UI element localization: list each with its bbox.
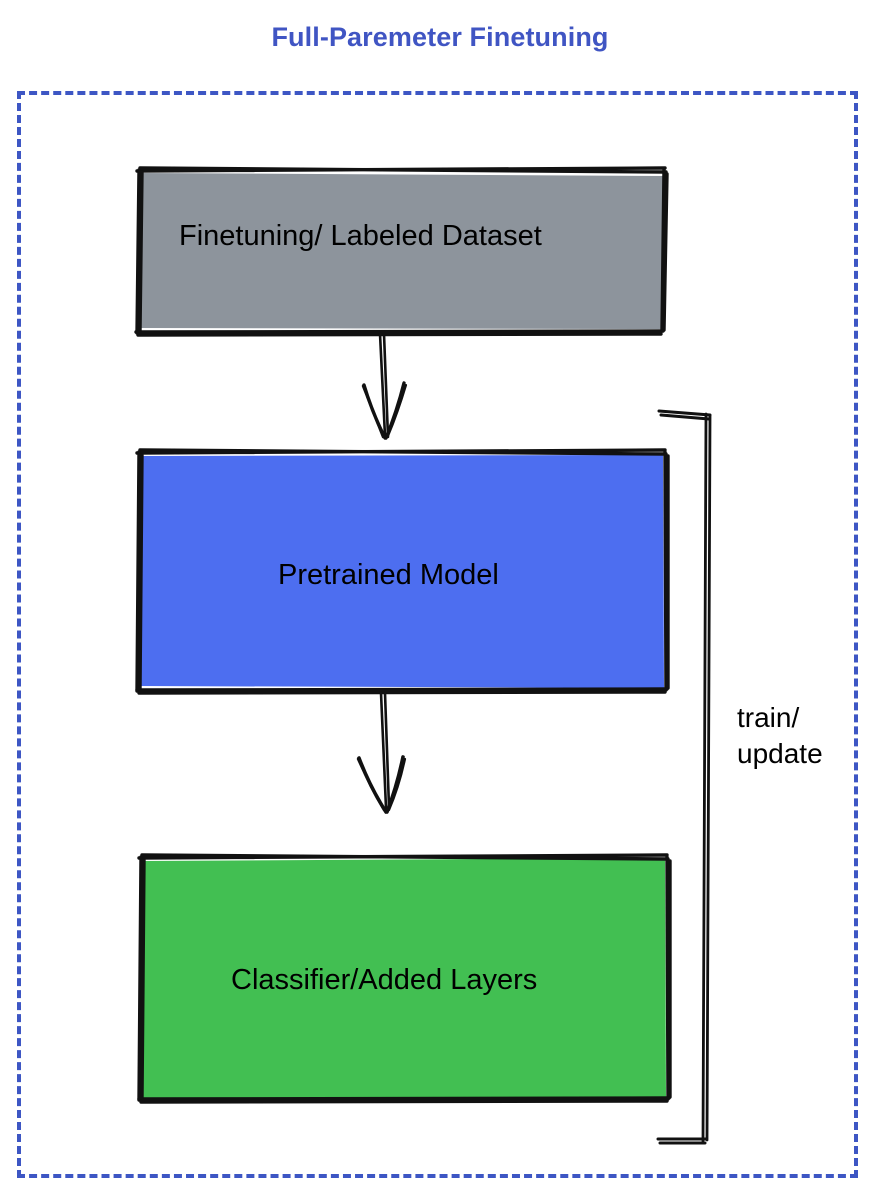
- node-label-dataset: Finetuning/ Labeled Dataset: [179, 220, 542, 252]
- node-label-pretrained: Pretrained Model: [278, 559, 499, 591]
- node-label-classifier: Classifier/Added Layers: [231, 964, 538, 996]
- page-title: Full-Paremeter Finetuning: [271, 22, 609, 52]
- edge-label-train-update: train/ update: [737, 702, 823, 769]
- dashed-container-region: [17, 91, 858, 1178]
